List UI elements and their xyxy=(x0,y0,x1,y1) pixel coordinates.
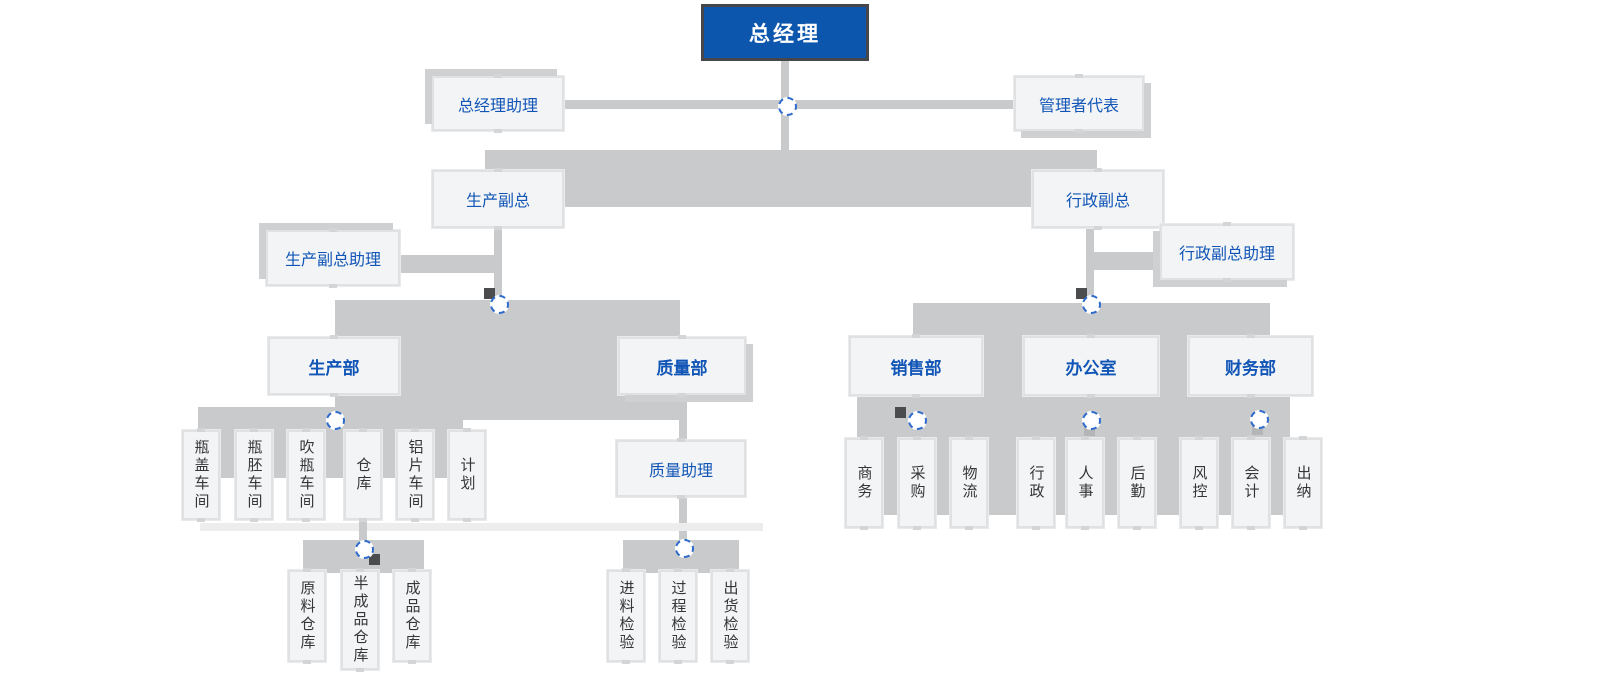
node-logistics[interactable]: 物流 xyxy=(950,436,988,530)
node-label: 销售部 xyxy=(890,358,942,378)
node-label: 采购 xyxy=(908,465,926,501)
endpoint-square-sales xyxy=(895,407,906,418)
node-label: 出货检验 xyxy=(721,580,739,652)
node-label: 仓库 xyxy=(354,457,372,493)
node-label: 后勤 xyxy=(1128,465,1146,501)
node-finished-warehouse[interactable]: 成品仓库 xyxy=(393,568,431,664)
node-blowing-workshop[interactable]: 吹瓶车间 xyxy=(287,428,325,522)
node-semi-finished-warehouse[interactable]: 半成品仓库 xyxy=(341,568,379,672)
node-label: 行政副总 xyxy=(1065,193,1130,210)
node-label: 质量助理 xyxy=(648,462,713,480)
node-aluminum-workshop[interactable]: 铝片车间 xyxy=(396,428,434,522)
junction-handle-prod-dept[interactable] xyxy=(326,411,345,430)
node-admin-vp-assistant[interactable]: 行政副总助理 xyxy=(1160,222,1294,282)
node-label: 会计 xyxy=(1242,465,1260,501)
node-label: 成品仓库 xyxy=(403,580,421,652)
node-risk-control[interactable]: 风控 xyxy=(1180,436,1218,530)
node-label: 吹瓶车间 xyxy=(297,439,315,511)
connector-warehouse-trunk xyxy=(359,520,367,548)
node-label: 原料仓库 xyxy=(298,580,316,652)
node-label: 过程检验 xyxy=(669,580,687,652)
endpoint-square-prod-vp xyxy=(484,288,495,299)
node-label: 铝片车间 xyxy=(406,439,424,511)
node-label: 半成品仓库 xyxy=(351,575,369,665)
node-label: 总经理 xyxy=(749,22,821,46)
node-procurement[interactable]: 采购 xyxy=(898,436,936,530)
connector-faint-line xyxy=(200,523,763,531)
node-production-vp[interactable]: 生产副总 xyxy=(432,168,564,230)
node-label: 商务 xyxy=(855,465,873,501)
node-incoming-inspection[interactable]: 进料检验 xyxy=(607,568,645,664)
node-planning[interactable]: 计划 xyxy=(448,428,486,522)
node-label: 管理者代表 xyxy=(1038,97,1119,115)
node-label: 生产副总 xyxy=(465,193,530,210)
connector-quality-trunk-lower xyxy=(679,497,687,545)
endpoint-square-warehouse xyxy=(369,554,380,565)
node-label: 生产部 xyxy=(308,358,360,378)
node-gm-assistant[interactable]: 总经理助理 xyxy=(432,74,564,133)
node-label: 总经理助理 xyxy=(457,97,538,115)
node-label: 瓶盖车间 xyxy=(192,439,210,511)
node-label: 物流 xyxy=(960,465,978,501)
node-process-inspection[interactable]: 过程检验 xyxy=(659,568,697,664)
node-production-dept[interactable]: 生产部 xyxy=(268,335,400,397)
node-label: 风控 xyxy=(1190,465,1208,501)
node-management-representative[interactable]: 管理者代表 xyxy=(1014,74,1144,133)
node-label: 行政 xyxy=(1027,465,1045,501)
node-quality-dept[interactable]: 质量部 xyxy=(618,335,746,397)
node-accounting[interactable]: 会计 xyxy=(1232,436,1270,530)
node-finance-dept[interactable]: 财务部 xyxy=(1188,334,1313,398)
junction-handle-admin-vp[interactable] xyxy=(1082,295,1101,314)
endpoint-square-finance xyxy=(1252,424,1263,435)
connector-admin-vp-assistant xyxy=(1090,252,1162,270)
node-label: 出纳 xyxy=(1294,465,1312,501)
node-label: 财务部 xyxy=(1225,358,1276,378)
node-sales-dept[interactable]: 销售部 xyxy=(849,334,983,398)
node-office[interactable]: 办公室 xyxy=(1023,334,1159,398)
node-general-manager[interactable]: 总经理 xyxy=(701,4,869,61)
node-label: 生产副总助理 xyxy=(284,252,381,269)
junction-handle-warehouse[interactable] xyxy=(355,540,374,559)
node-cap-workshop[interactable]: 瓶盖车间 xyxy=(182,428,220,522)
node-quality-assistant[interactable]: 质量助理 xyxy=(616,438,746,499)
node-label: 进料检验 xyxy=(617,580,635,652)
node-label: 办公室 xyxy=(1065,358,1117,378)
node-label: 计划 xyxy=(458,457,476,493)
endpoint-square-office xyxy=(1084,425,1095,436)
junction-handle-sales[interactable] xyxy=(908,411,927,430)
node-label: 人事 xyxy=(1076,465,1094,501)
node-admin-vp[interactable]: 行政副总 xyxy=(1032,168,1164,230)
node-label: 质量部 xyxy=(656,358,708,378)
node-cashier[interactable]: 出纳 xyxy=(1284,436,1322,530)
node-production-vp-assistant[interactable]: 生产副总助理 xyxy=(266,228,400,288)
node-preform-workshop[interactable]: 瓶胚车间 xyxy=(235,428,273,522)
endpoint-square-admin-vp xyxy=(1076,288,1087,299)
junction-handle-gm[interactable] xyxy=(778,97,797,116)
node-outgoing-inspection[interactable]: 出货检验 xyxy=(711,568,749,664)
node-administration[interactable]: 行政 xyxy=(1017,436,1055,530)
node-support-services[interactable]: 后勤 xyxy=(1118,436,1156,530)
node-warehouse[interactable]: 仓库 xyxy=(344,428,382,522)
junction-handle-quality-assistant[interactable] xyxy=(675,539,694,558)
node-label: 瓶胚车间 xyxy=(245,439,263,511)
node-hr[interactable]: 人事 xyxy=(1066,436,1104,530)
node-raw-material-warehouse[interactable]: 原料仓库 xyxy=(288,568,326,664)
connector-prod-vp-trunk xyxy=(494,228,502,303)
junction-handle-office[interactable] xyxy=(1082,411,1101,430)
connector-quality-trunk-upper xyxy=(679,395,687,440)
node-commerce[interactable]: 商务 xyxy=(845,436,883,530)
connector-vp-bar xyxy=(485,150,1097,207)
junction-handle-prod-vp[interactable] xyxy=(490,295,509,314)
connector-prod-vp-assistant xyxy=(400,255,498,273)
junction-handle-finance[interactable] xyxy=(1250,410,1269,429)
node-label: 行政副总助理 xyxy=(1178,246,1275,263)
